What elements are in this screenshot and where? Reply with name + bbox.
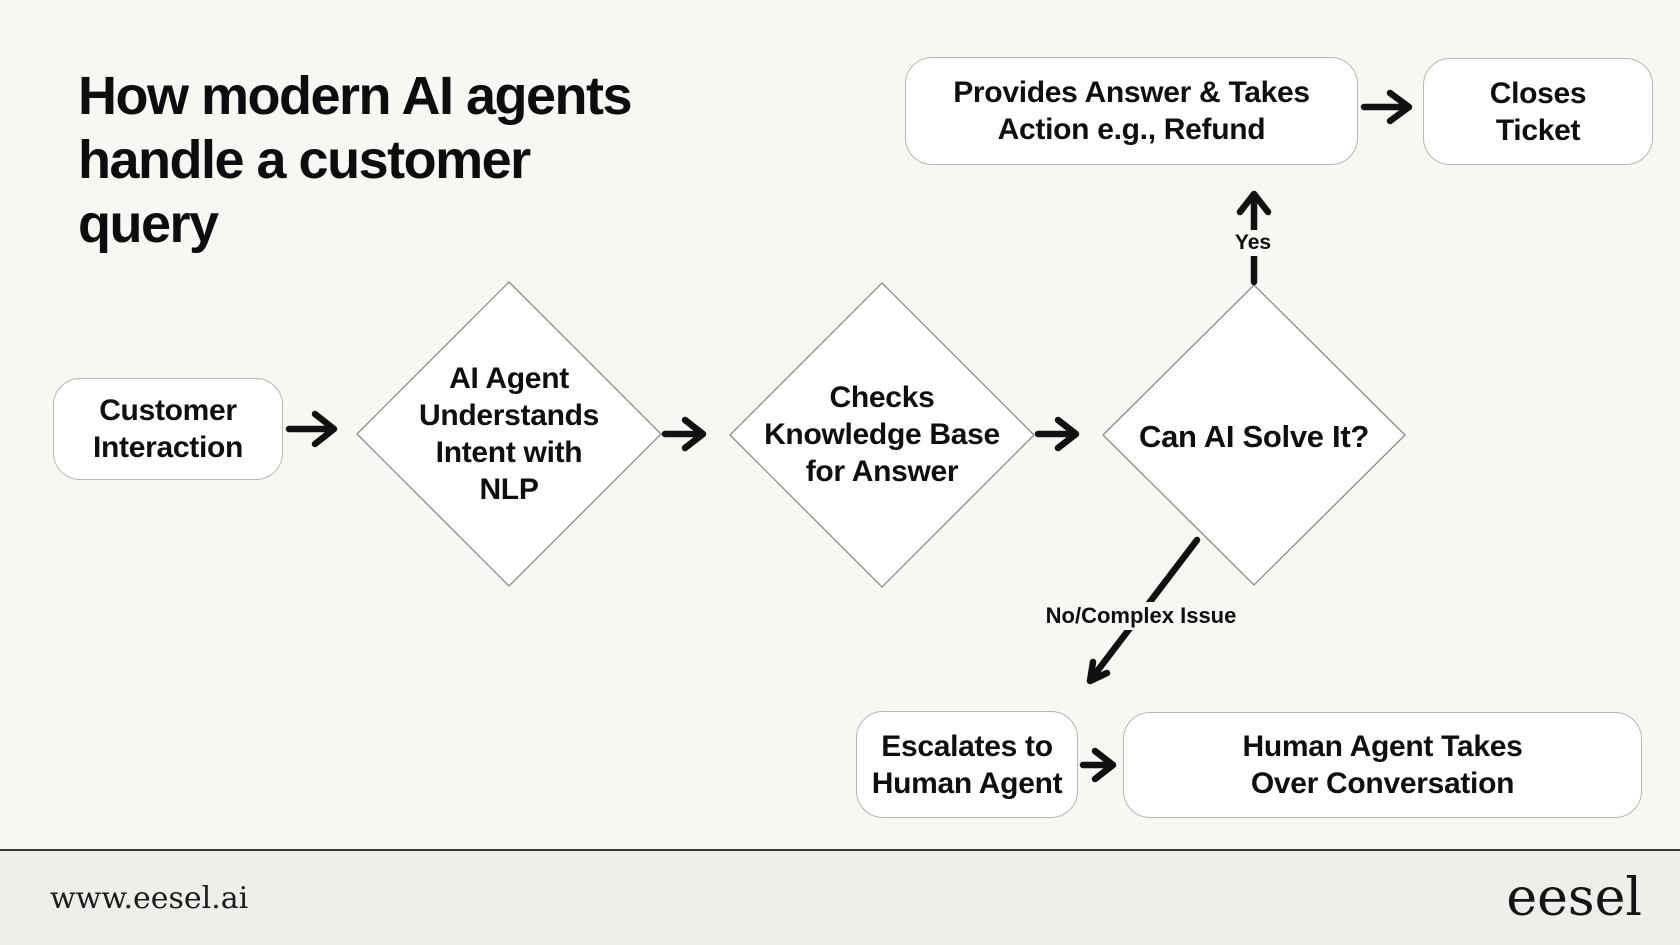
arrow-provides-to-closes — [1360, 89, 1413, 125]
page-title: How modern AI agents handle a customer q… — [78, 66, 633, 254]
footer-website-url: www.eesel.ai — [50, 880, 249, 916]
node-escalates-to-human: Escalates to Human Agent — [856, 711, 1078, 818]
diamond-can-ai-solve-shape — [1102, 284, 1406, 586]
node-ai-agent-understands-intent-label: AI Agent Understands Intent with NLP — [418, 362, 600, 506]
edge-label-no-complex-issue: No/Complex Issue — [1038, 602, 1244, 630]
edge-label-yes: Yes — [1227, 230, 1279, 256]
node-can-ai-solve-label: Can AI Solve It? — [1138, 419, 1370, 454]
arrow-customer-to-nlp — [285, 410, 338, 448]
node-closes-ticket: Closes Ticket — [1423, 58, 1653, 165]
node-provides-answer: Provides Answer & Takes Action e.g., Ref… — [905, 57, 1358, 165]
diamond-nlp-shape — [356, 281, 662, 587]
arrow-escalates-to-human — [1079, 747, 1117, 783]
node-customer-interaction: Customer Interaction — [53, 378, 283, 480]
arrow-knowledge-base-to-can-solve — [1034, 416, 1080, 452]
arrow-nlp-to-knowledge-base — [661, 416, 707, 452]
node-human-agent-takes-over: Human Agent Takes Over Conversation — [1123, 712, 1642, 818]
eesel-logo: eesel — [1506, 868, 1642, 928]
footer-bar: www.eesel.ai eesel — [0, 849, 1680, 945]
node-checks-knowledge-base-label: Checks Knowledge Base for Answer — [764, 381, 1000, 488]
diamond-knowledge-base-shape — [729, 282, 1035, 588]
